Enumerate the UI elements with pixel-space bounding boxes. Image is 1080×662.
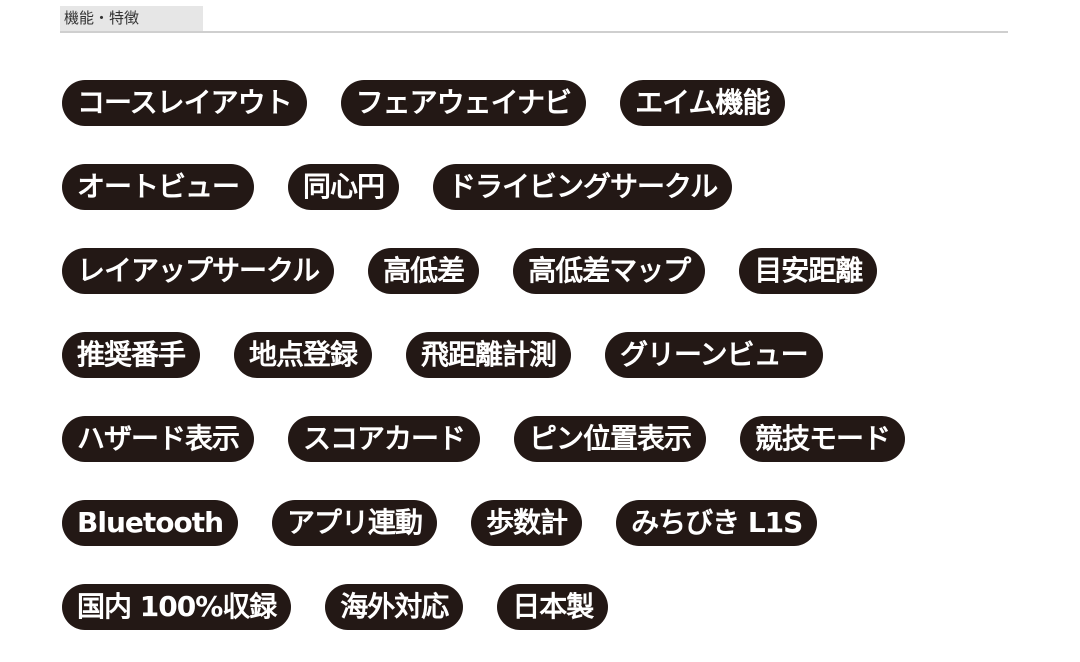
feature-tag: スコアカード bbox=[288, 416, 481, 462]
feature-tag: みちびき L1S bbox=[616, 500, 818, 546]
tag-row: オートビュー 同心円 ドライビングサークル bbox=[62, 164, 905, 210]
tag-row: レイアップサークル 高低差 高低差マップ 目安距離 bbox=[62, 248, 905, 294]
feature-tag: オートビュー bbox=[62, 164, 255, 210]
feature-tag: Bluetooth bbox=[62, 500, 239, 546]
feature-tag: グリーンビュー bbox=[605, 332, 823, 378]
feature-tag: 高低差 bbox=[368, 248, 480, 294]
feature-tag: フェアウェイナビ bbox=[340, 80, 587, 126]
feature-tag: 地点登録 bbox=[234, 332, 373, 378]
feature-tag: 国内 100%収録 bbox=[62, 584, 292, 630]
section-header: 機能・特徴 bbox=[60, 6, 1008, 33]
section-title: 機能・特徴 bbox=[60, 6, 203, 31]
feature-tag: ハザード表示 bbox=[62, 416, 255, 462]
feature-tag: レイアップサークル bbox=[62, 248, 335, 294]
feature-tag: 推奨番手 bbox=[62, 332, 201, 378]
tag-row: 国内 100%収録 海外対応 日本製 bbox=[62, 584, 905, 630]
feature-tag: 高低差マップ bbox=[513, 248, 706, 294]
feature-tag: 競技モード bbox=[740, 416, 906, 462]
feature-tag: 飛距離計測 bbox=[406, 332, 572, 378]
tag-row: コースレイアウト フェアウェイナビ エイム機能 bbox=[62, 80, 905, 126]
feature-tag: 歩数計 bbox=[471, 500, 583, 546]
feature-tag-list: コースレイアウト フェアウェイナビ エイム機能 オートビュー 同心円 ドライビン… bbox=[62, 80, 906, 630]
feature-tag: ピン位置表示 bbox=[514, 416, 707, 462]
feature-tag: 海外対応 bbox=[325, 584, 464, 630]
tag-row: Bluetooth アプリ連動 歩数計 みちびき L1S bbox=[62, 500, 905, 546]
feature-tag: エイム機能 bbox=[620, 80, 785, 126]
feature-tag: 目安距離 bbox=[739, 248, 878, 294]
feature-tag: コースレイアウト bbox=[62, 80, 307, 126]
feature-tag: 日本製 bbox=[497, 584, 609, 630]
tag-row: 推奨番手 地点登録 飛距離計測 グリーンビュー bbox=[62, 332, 905, 378]
feature-tag: ドライビングサークル bbox=[433, 164, 733, 210]
tag-row: ハザード表示 スコアカード ピン位置表示 競技モード bbox=[62, 416, 906, 462]
feature-tag: 同心円 bbox=[288, 164, 400, 210]
feature-tag: アプリ連動 bbox=[272, 500, 438, 546]
